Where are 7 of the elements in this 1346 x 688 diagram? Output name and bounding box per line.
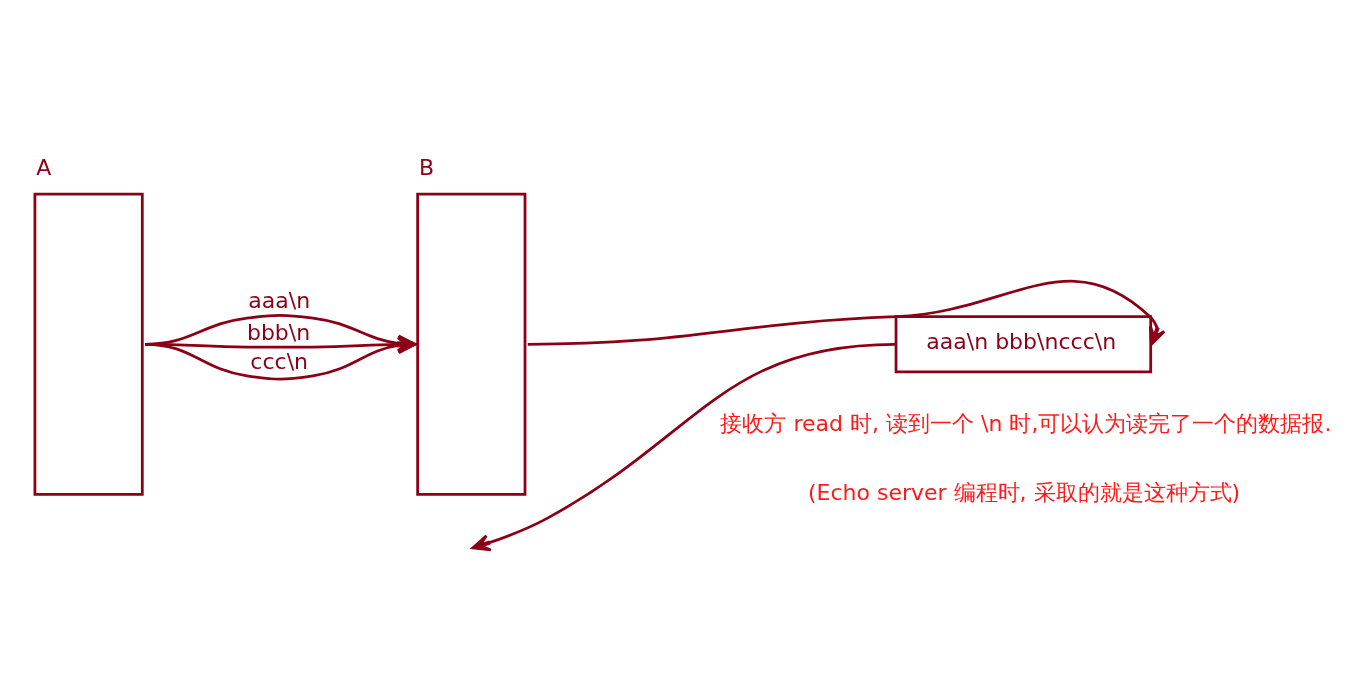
edge-label: ccc\n (250, 348, 309, 374)
edge-label: aaa\n (248, 287, 311, 313)
node-label: B (419, 154, 435, 180)
node-label: A (36, 154, 52, 180)
label: 接收方 read 时, 读到一个 \n 时,可以认为读完了一个的数据报. (720, 410, 1332, 436)
label: (Echo server 编程时, 采取的就是这种方式) (807, 479, 1241, 505)
edge-label: bbb\n (246, 319, 311, 345)
